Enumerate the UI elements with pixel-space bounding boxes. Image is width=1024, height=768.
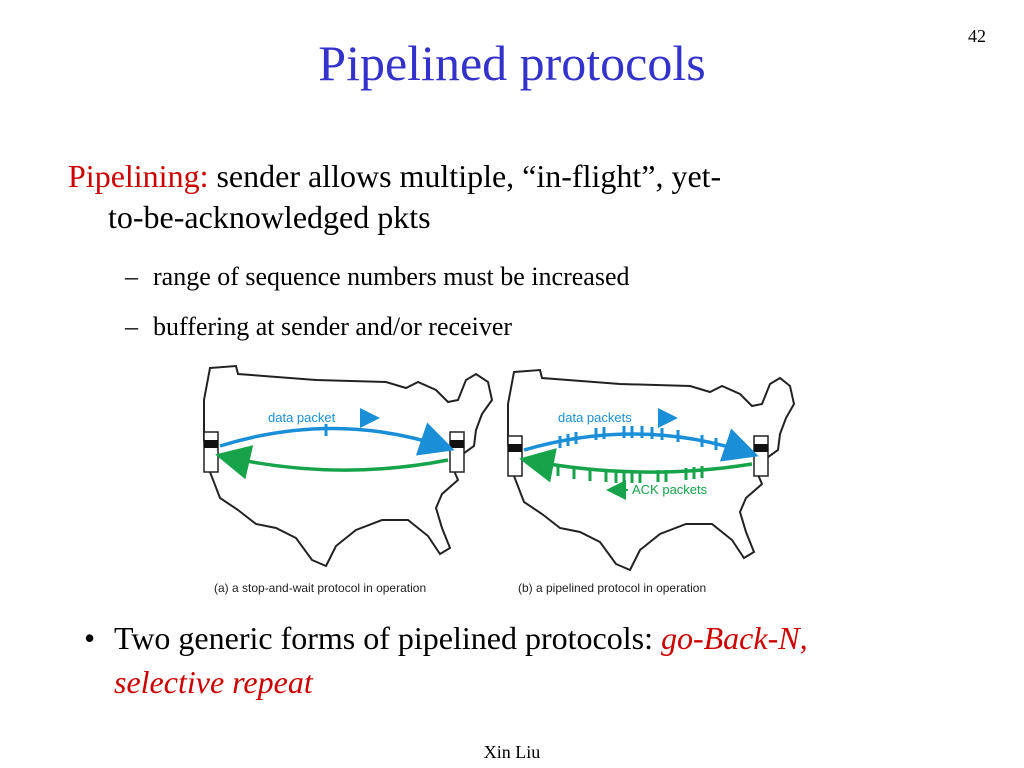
footer-author: Xin Liu — [483, 742, 541, 762]
protocol-diagram: data packet (a) a stop-and-wait protocol… — [203, 364, 796, 595]
data-arrow-left — [219, 422, 455, 456]
receiver-host-left — [449, 431, 465, 473]
pipelined-panel: data packets ACK packets (b) a pipelined… — [507, 368, 796, 595]
stop-and-wait-caption: (a) a stop-and-wait protocol in operatio… — [214, 581, 426, 595]
sub-point-sequence: –range of sequence numbers must be incre… — [125, 262, 629, 292]
slide-number: 42 — [968, 26, 986, 46]
sub-point-buffering: –buffering at sender and/or receiver — [125, 312, 512, 342]
sender-host-right — [507, 435, 523, 477]
sender-host-left — [203, 431, 219, 473]
slide-title: Pipelined protocols — [318, 35, 706, 91]
main-point-line2: to-be-acknowledged pkts — [108, 199, 431, 235]
protocol-figure: data packet (a) a stop-and-wait protocol… — [196, 360, 796, 600]
ack-packet-marks — [556, 464, 704, 483]
us-map-outline-left — [203, 364, 494, 568]
data-packet-marks — [558, 426, 734, 454]
us-map-outline-right — [507, 368, 796, 572]
ack-packets-label: ACK packets — [632, 482, 708, 497]
sub-point-text: buffering at sender and/or receiver — [153, 312, 513, 341]
main-point: Pipelining: sender allows multiple, “in-… — [68, 156, 928, 238]
data-packets-label: data packets — [558, 410, 632, 425]
pipelined-caption: (b) a pipelined protocol in operation — [518, 581, 706, 595]
pipelining-term: Pipelining: — [68, 158, 209, 194]
bullet-dot: • — [84, 620, 96, 656]
data-packet-label: data packet — [268, 410, 336, 425]
receiver-host-right — [753, 435, 769, 477]
generic-forms-bullet: • Two generic forms of pipelined protocol… — [84, 616, 1004, 704]
stop-and-wait-panel: data packet (a) a stop-and-wait protocol… — [203, 364, 494, 595]
selective-repeat-text: selective repeat — [114, 664, 313, 700]
sub-point-dash: – — [125, 312, 138, 341]
sub-point-text: range of sequence numbers must be increa… — [153, 262, 630, 291]
data-arrow-right — [523, 428, 759, 462]
main-point-line1: sender allows multiple, “in-flight”, yet… — [216, 158, 722, 194]
ack-arrow-left — [215, 445, 449, 480]
sub-point-dash: – — [125, 262, 138, 291]
generic-forms-text: Two generic forms of pipelined protocols… — [114, 620, 661, 656]
go-back-n-text: go-Back-N, — [660, 620, 808, 656]
